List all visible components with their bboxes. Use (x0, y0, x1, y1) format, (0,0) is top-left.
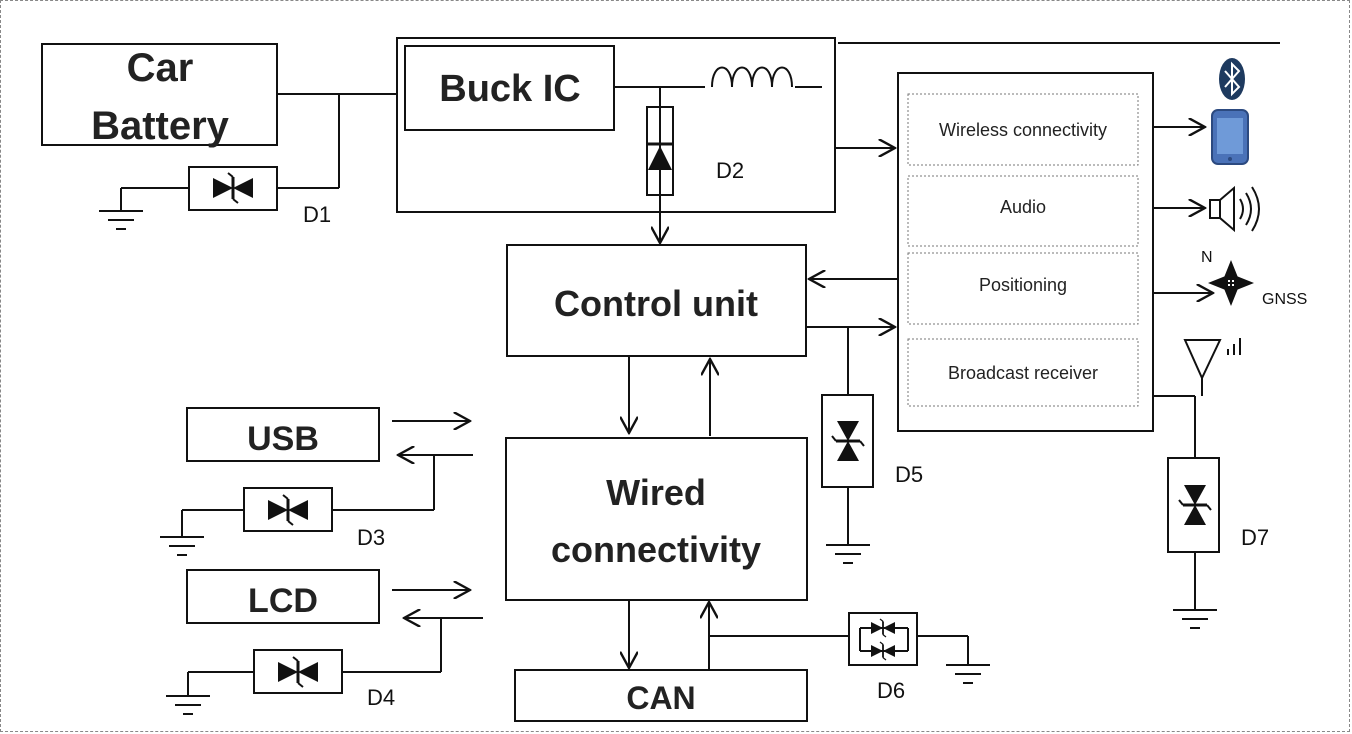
module-broadcast: Broadcast receiver (948, 363, 1098, 383)
car-battery-label-1: Car (127, 46, 194, 90)
wired-connectivity-box (505, 437, 808, 601)
module-wireless: Wireless connectivity (939, 120, 1107, 140)
can-label: CAN (626, 680, 695, 716)
wired-label-2: connectivity (551, 529, 761, 570)
module-positioning: Positioning (979, 275, 1067, 295)
smartphone-icon (1211, 109, 1249, 165)
d4-label: D4 (367, 685, 395, 710)
usb-box (186, 407, 380, 462)
bluetooth-icon (1219, 58, 1245, 100)
car-battery-label-2: Battery (91, 104, 230, 148)
usb-label: USB (247, 420, 319, 458)
d7-label: D7 (1241, 525, 1269, 550)
d6-tvs-pair-icon (870, 618, 896, 661)
d2-label: D2 (716, 158, 744, 183)
wired-label-1: Wired (606, 472, 706, 513)
d3-label: D3 (357, 525, 385, 550)
d5-label: D5 (895, 462, 923, 487)
gnss-north-label: N (1201, 249, 1213, 266)
lcd-label: LCD (248, 582, 318, 620)
d1-label: D1 (303, 202, 331, 227)
control-unit-label: Control unit (554, 283, 758, 324)
control-unit-box (506, 244, 807, 357)
d2-diode-icon (646, 107, 674, 195)
buck-ic-module (396, 37, 836, 213)
signal-bars-icon (1227, 338, 1241, 355)
radio-module-box (897, 72, 1154, 432)
gnss-label: GNSS (1262, 291, 1307, 308)
speaker-icon (1209, 185, 1260, 233)
gnss-compass-icon (1208, 260, 1254, 306)
d6-label: D6 (877, 678, 905, 703)
buck-ic-label: Buck IC (439, 68, 580, 110)
module-audio: Audio (1000, 197, 1046, 217)
lcd-box (186, 569, 380, 624)
can-box (514, 669, 808, 722)
